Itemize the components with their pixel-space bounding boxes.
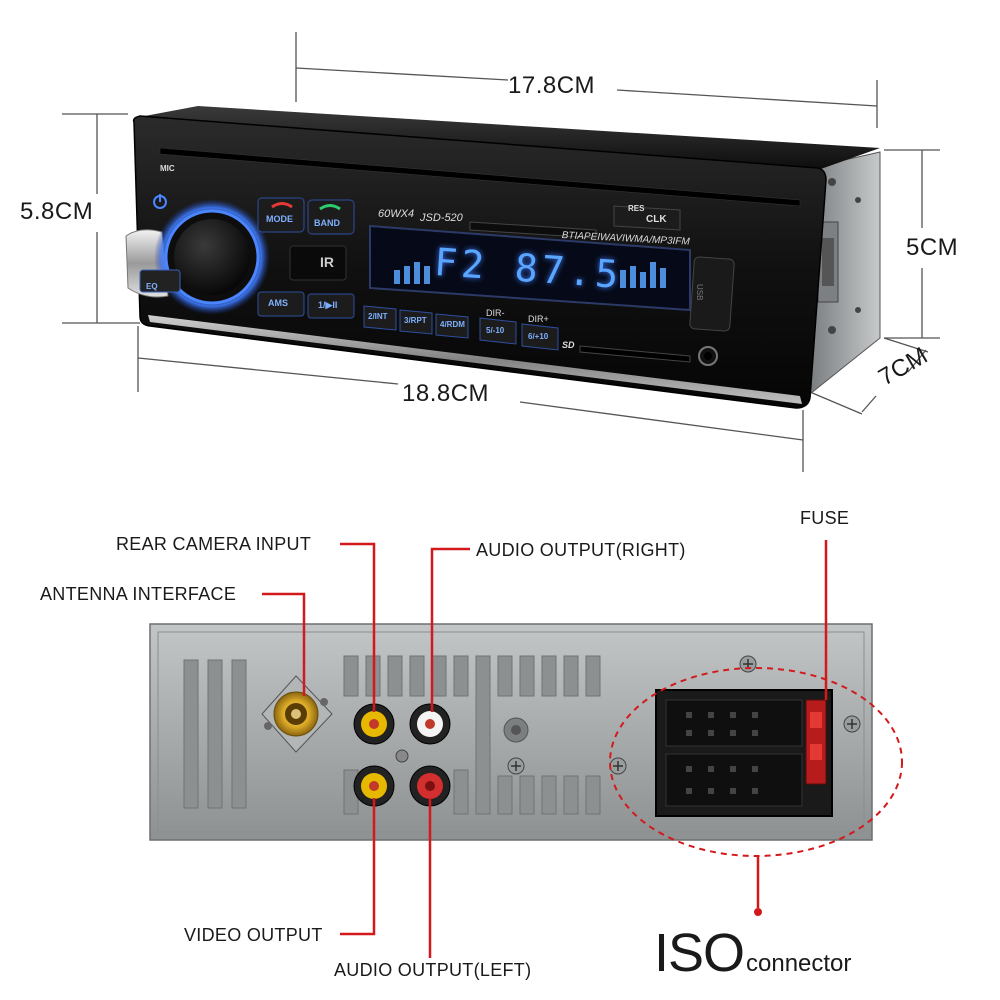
head-unit-front-view — [125, 106, 881, 409]
eq-button[interactable]: EQ — [146, 282, 158, 291]
dir-plus-label: DIR+ — [528, 314, 549, 324]
band-button[interactable]: BAND — [314, 218, 340, 228]
callout-lines — [262, 540, 828, 958]
preset-button-6[interactable]: 6/+10 — [528, 332, 549, 341]
power-rating: 60WX4 — [378, 208, 415, 220]
callout-video-output: VIDEO OUTPUT — [184, 925, 323, 945]
usb-port-label: USB — [695, 284, 704, 301]
dimension-lines — [62, 32, 940, 472]
callout-rear-camera-input: REAR CAMERA INPUT — [116, 534, 312, 554]
play-pause-button[interactable]: 1/▶II — [318, 300, 338, 310]
sd-slot-label: SD — [562, 340, 575, 350]
ams-button[interactable]: AMS — [268, 298, 288, 308]
dir-minus-label: DIR- — [486, 308, 505, 318]
callout-antenna-interface: ANTENNA INTERFACE — [40, 584, 237, 604]
dimension-height-side: 5CM — [906, 234, 959, 261]
model-number: JSD-520 — [420, 212, 463, 224]
ir-receiver: IR — [320, 254, 334, 270]
dimension-width-bottom: 18.8CM — [402, 380, 490, 407]
dimension-height-front: 5.8CM — [20, 198, 94, 225]
callout-audio-output-right: AUDIO OUTPUT(RIGHT) — [476, 540, 686, 560]
callout-iso-small: connector — [746, 950, 852, 977]
res-label: RES — [628, 204, 645, 213]
preset-button-3[interactable]: 3/RPT — [404, 316, 427, 325]
preset-button-4[interactable]: 4/RDM — [440, 320, 465, 329]
preset-button-5[interactable]: 5/-10 — [486, 326, 505, 335]
preset-button-2[interactable]: 2/INT — [368, 312, 388, 321]
head-unit-rear-view — [149, 623, 903, 857]
callout-iso-big: ISO — [654, 923, 745, 983]
clk-button[interactable]: CLK — [646, 214, 667, 225]
callout-fuse: FUSE — [800, 508, 850, 528]
dimension-width-top: 17.8CM — [508, 72, 596, 99]
iso-callout-dot — [754, 908, 762, 916]
mic-label: MIC — [160, 164, 175, 173]
callout-audio-output-left: AUDIO OUTPUT(LEFT) — [334, 960, 532, 980]
mode-button[interactable]: MODE — [266, 214, 293, 224]
